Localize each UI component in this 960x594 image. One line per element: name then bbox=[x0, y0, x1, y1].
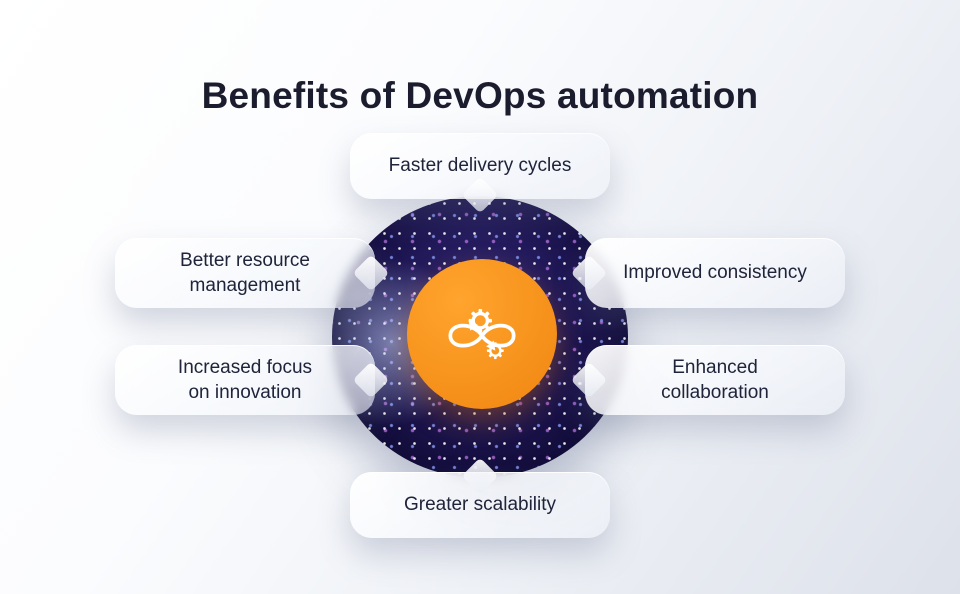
benefit-label: Improved consistency bbox=[623, 262, 807, 284]
benefit-card-bottom: Greater scalability bbox=[350, 472, 610, 538]
devops-infinity-gears-icon bbox=[448, 307, 516, 361]
benefit-label: Better resource management bbox=[180, 249, 310, 296]
devops-badge bbox=[407, 259, 557, 409]
benefit-card-right-upper: Improved consistency bbox=[585, 238, 845, 308]
benefit-card-left-lower: Increased focus on innovation bbox=[115, 345, 375, 415]
benefit-card-top: Faster delivery cycles bbox=[350, 133, 610, 199]
benefit-card-left-upper: Better resource management bbox=[115, 238, 375, 308]
page-title: Benefits of DevOps automation bbox=[201, 74, 759, 116]
infinity-loop bbox=[448, 320, 516, 351]
benefit-label: Enhanced collaboration bbox=[661, 356, 769, 403]
benefit-label: Increased focus on innovation bbox=[177, 356, 313, 403]
gear-icon-large bbox=[466, 307, 494, 335]
benefit-label: Faster delivery cycles bbox=[388, 155, 572, 177]
benefit-card-right-lower: Enhanced collaboration bbox=[585, 345, 845, 415]
benefit-label: Greater scalability bbox=[403, 494, 557, 516]
